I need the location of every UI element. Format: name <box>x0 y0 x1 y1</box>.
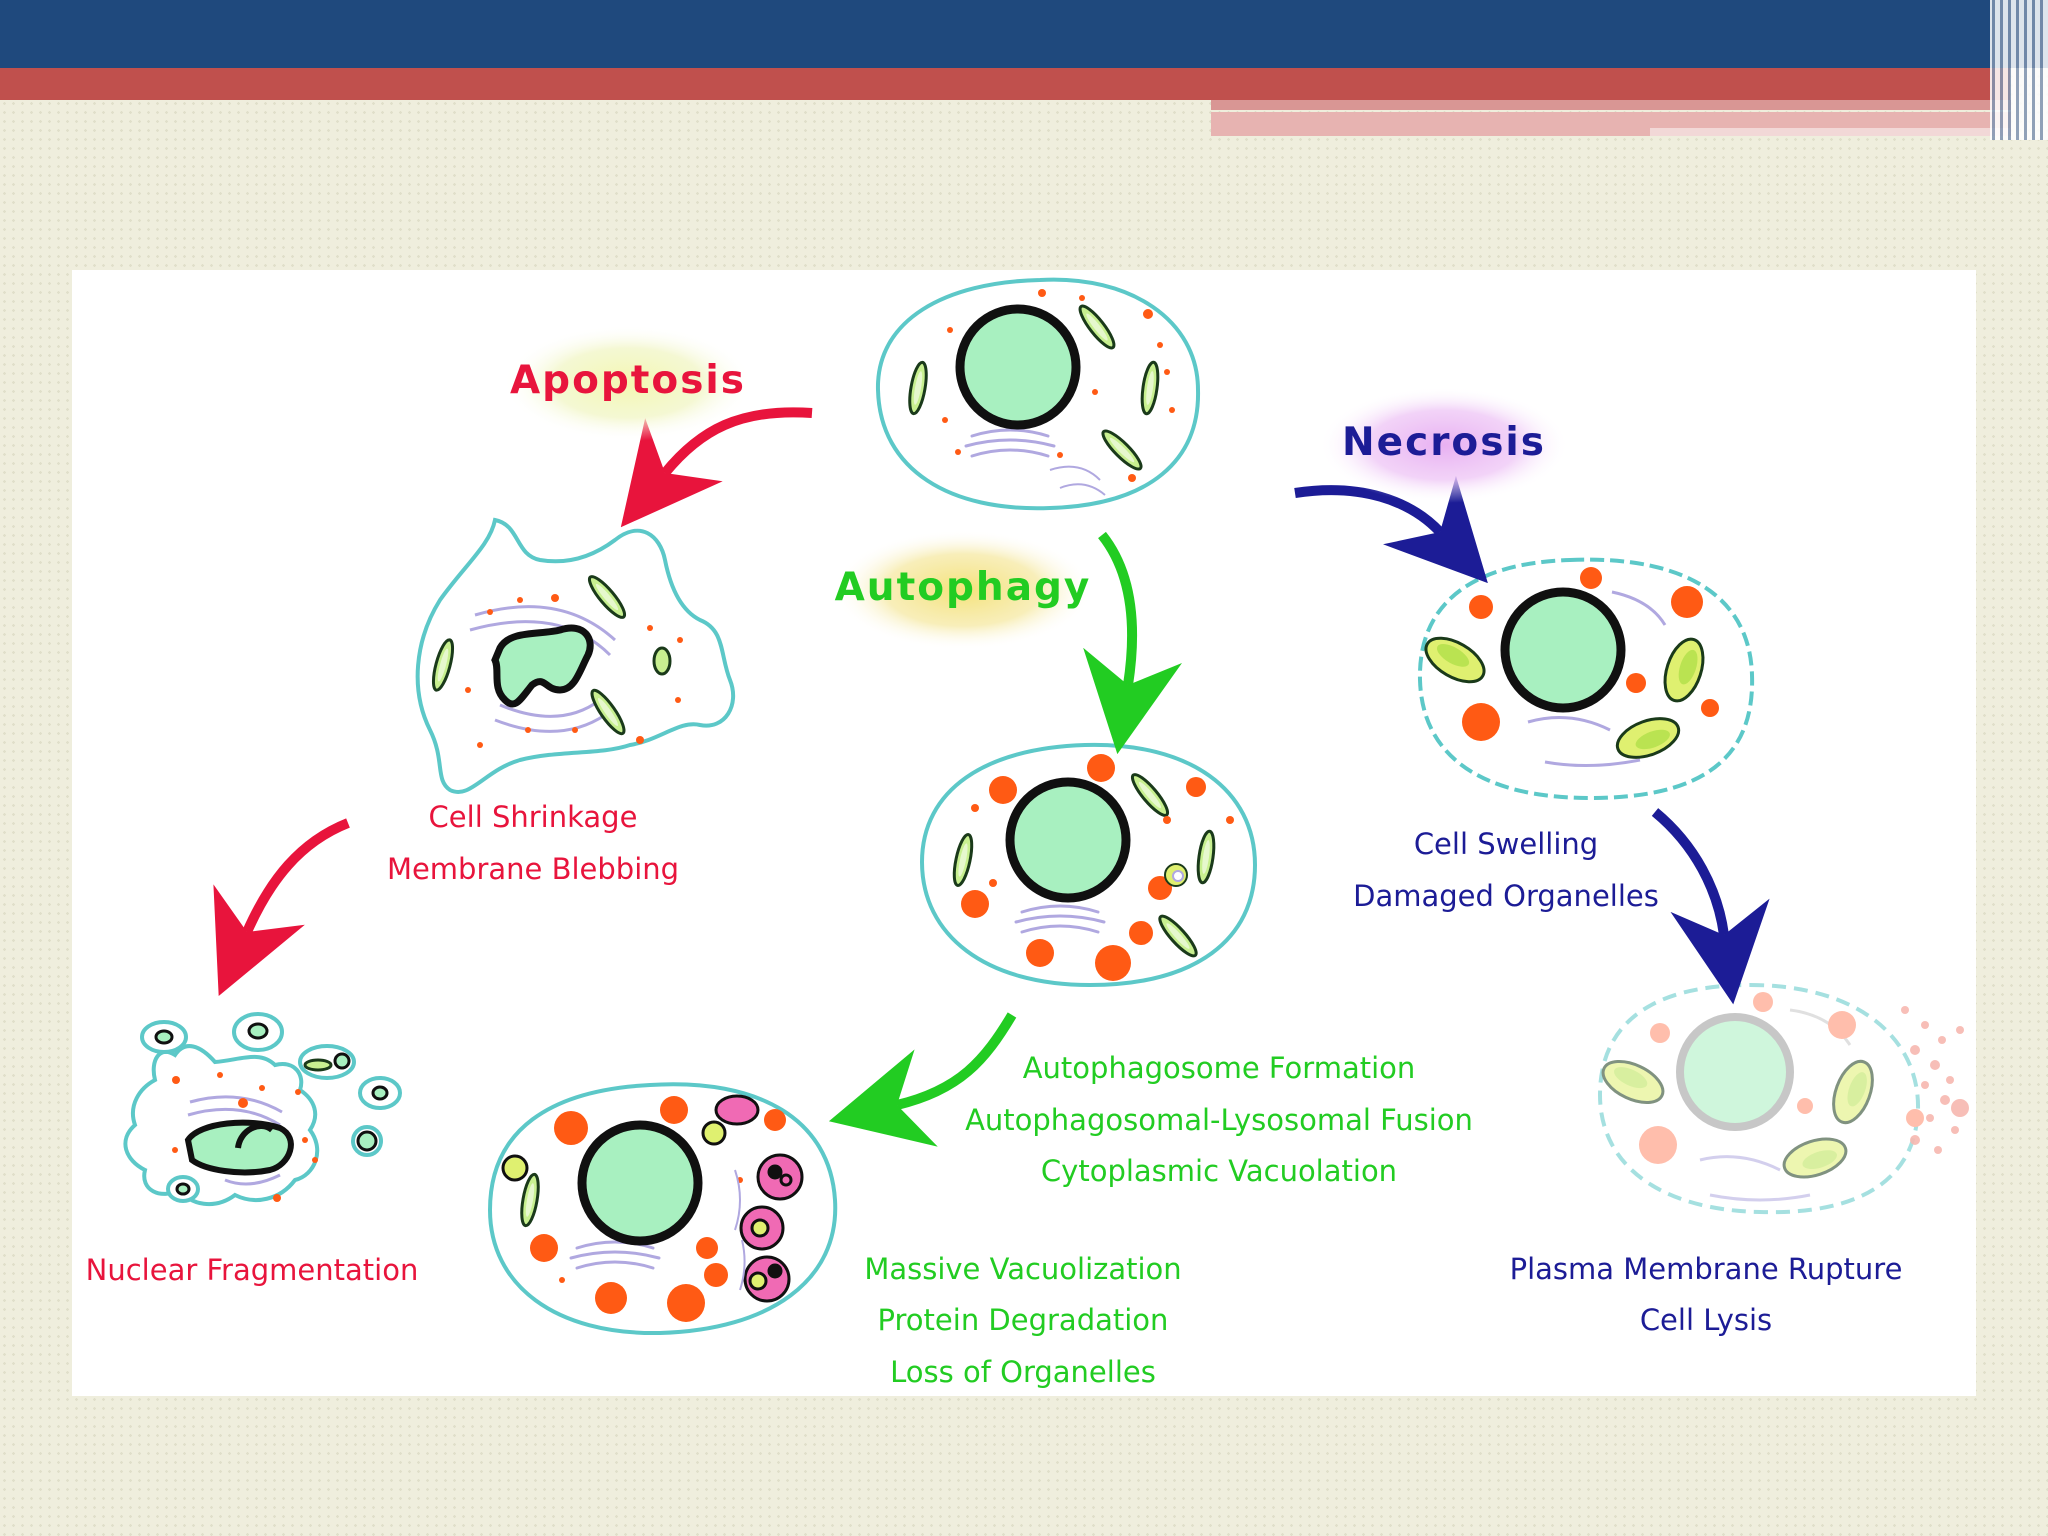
caption-autophagy-stage2: Massive Vacuolization Protein Degradatio… <box>864 1252 1181 1389</box>
autophagy-cell-massive-vacuolization <box>487 1082 838 1336</box>
apoptosis-cell-shrinkage <box>415 517 736 794</box>
necrosis-label-group: Necrosis <box>1319 387 1569 503</box>
apoptosis-label: Apoptosis <box>510 358 746 403</box>
necrosis-arrow-2 <box>1651 808 1770 1005</box>
caption-line: Nuclear Fragmentation <box>86 1253 419 1287</box>
released-contents <box>1901 1006 1969 1154</box>
accent-stripe <box>1211 100 2011 110</box>
header-bar <box>0 0 2048 68</box>
necrosis-cell-swelling <box>1417 557 1755 801</box>
caption-line: Autophagosomal-Lysosomal Fusion <box>965 1103 1473 1137</box>
normal-cell <box>875 277 1201 511</box>
apoptosis-label-group: Apoptosis <box>503 325 753 441</box>
apoptosis-arrow-1 <box>620 407 813 528</box>
autolysosome <box>756 1153 804 1201</box>
caption-apoptosis-stage1: Cell Shrinkage Membrane Blebbing <box>387 800 679 886</box>
autophagy-label: Autophagy <box>835 565 1092 610</box>
caption-line: Cell Lysis <box>1640 1303 1772 1337</box>
necrosis-cell-lysis <box>1595 982 1924 1215</box>
apoptosis-cell-fragmentation <box>123 1012 402 1207</box>
apoptosis-arrow-2 <box>213 818 350 997</box>
autolysosome <box>739 1205 785 1251</box>
autophagy-arrow-1 <box>1083 531 1182 755</box>
accent-bar <box>0 68 2010 100</box>
necrosis-arrow-1 <box>1294 475 1488 584</box>
autophagy-label-group: Autophagy <box>833 530 1093 650</box>
autophagy-arrow-2 <box>828 1012 1017 1147</box>
caption-line: Cell Shrinkage <box>429 800 638 834</box>
caption-line: Cell Swelling <box>1414 827 1598 861</box>
necrosis-label: Necrosis <box>1342 420 1546 465</box>
caption-line: Membrane Blebbing <box>387 852 679 886</box>
caption-necrosis-stage2: Plasma Membrane Rupture Cell Lysis <box>1510 1252 1903 1337</box>
accent-stripe <box>1650 128 2010 136</box>
caption-line: Cytoplasmic Vacuolation <box>1041 1154 1397 1188</box>
autophagy-cell-vacuolation <box>919 742 1258 988</box>
caption-line: Loss of Organelles <box>890 1355 1156 1389</box>
caption-line: Autophagosome Formation <box>1023 1051 1416 1085</box>
header-edge-lines <box>1990 0 2048 140</box>
caption-line: Protein Degradation <box>878 1303 1169 1337</box>
caption-line: Plasma Membrane Rupture <box>1510 1252 1903 1286</box>
caption-line: Massive Vacuolization <box>864 1252 1181 1286</box>
caption-apoptosis-stage2: Nuclear Fragmentation <box>86 1253 419 1287</box>
caption-autophagy-stage1: Autophagosome Formation Autophagosomal-L… <box>965 1051 1473 1188</box>
autolysosome <box>743 1255 791 1303</box>
caption-necrosis-stage1: Cell Swelling Damaged Organelles <box>1353 827 1659 913</box>
caption-line: Damaged Organelles <box>1353 879 1659 913</box>
